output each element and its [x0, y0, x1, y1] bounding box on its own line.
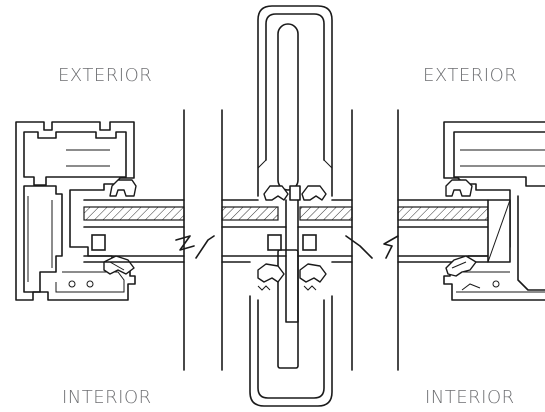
- left-frame-chamber: [23, 131, 127, 186]
- center-bottom-profile-inner: [257, 299, 325, 399]
- center-top-profile-inner: [265, 13, 325, 161]
- left-top-gasket: [109, 179, 137, 197]
- center-vent-slot: [277, 23, 299, 191]
- left-frame-lower-chamber: [23, 185, 63, 293]
- left-glass-unit: [83, 199, 185, 263]
- left-frame-profile: [15, 121, 137, 301]
- interior-label-right: INTERIOR: [425, 387, 515, 408]
- center-bottom-gasket-right: [299, 263, 327, 283]
- center-spacer-right: [302, 234, 317, 251]
- left-frame-outline: [15, 121, 136, 301]
- right-bottom-gasket: [445, 255, 477, 277]
- break-symbol-left-2: [195, 235, 215, 259]
- right-frame-screw-icon: [492, 280, 500, 288]
- left-break-lines: [175, 109, 223, 371]
- center-top-profile-outer: [257, 5, 333, 197]
- right-frame-profile: [443, 121, 545, 301]
- center-vent-profile: [249, 5, 333, 407]
- center-bottom-gasket-left: [257, 263, 285, 283]
- exterior-label-left: EXTERIOR: [58, 65, 153, 86]
- center-glass-unit: [221, 199, 353, 263]
- break-symbol-right-2: [383, 235, 399, 259]
- center-top-gasket-left: [263, 185, 289, 201]
- break-symbol-left-1: [175, 235, 195, 251]
- left-spacer: [91, 234, 106, 251]
- center-spacer-left: [267, 234, 282, 251]
- center-top-gasket-right: [301, 185, 327, 201]
- left-bottom-gasket: [103, 255, 135, 275]
- interior-label-left: INTERIOR: [62, 387, 152, 408]
- right-frame-chamber: [453, 131, 545, 187]
- break-symbol-right-1: [345, 235, 373, 259]
- center-tongue: [285, 199, 299, 323]
- left-glass-laminated: [83, 206, 185, 221]
- left-frame-screw-icon: [68, 280, 76, 288]
- right-top-gasket: [445, 179, 473, 197]
- right-break-lines: [345, 109, 399, 371]
- center-bottom-profile-outer: [249, 295, 333, 407]
- right-glass-unit: [397, 199, 489, 263]
- exterior-label-right: EXTERIOR: [423, 65, 518, 86]
